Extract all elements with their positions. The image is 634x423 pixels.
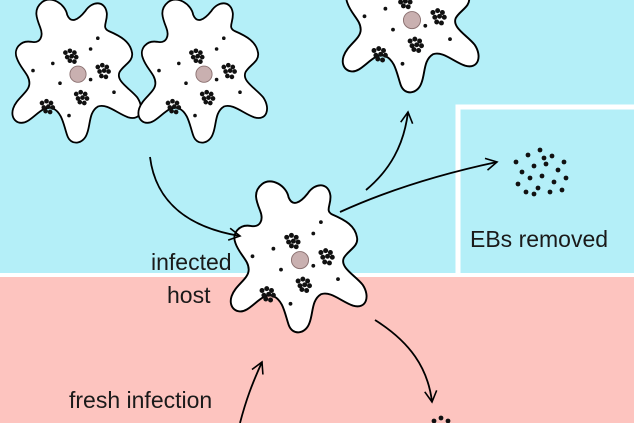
arrow-to-released-ebs <box>374 319 438 404</box>
released-eb-cluster <box>431 415 451 423</box>
arrow-fresh-infection <box>239 360 264 423</box>
arrow-to-daughter-cell <box>365 110 414 191</box>
fresh-infection-label: fresh infection <box>69 387 213 413</box>
arrow-to-ebs-removed <box>339 157 499 213</box>
arrow-to-infected-host <box>149 156 242 241</box>
ebs-removed-label: EBs removed <box>470 226 609 252</box>
ebs-box-border <box>455 104 634 275</box>
host-label: host <box>167 282 211 308</box>
infected-label: infected <box>151 249 232 275</box>
removed-eb-cluster <box>513 147 569 197</box>
lower-region <box>0 275 634 423</box>
